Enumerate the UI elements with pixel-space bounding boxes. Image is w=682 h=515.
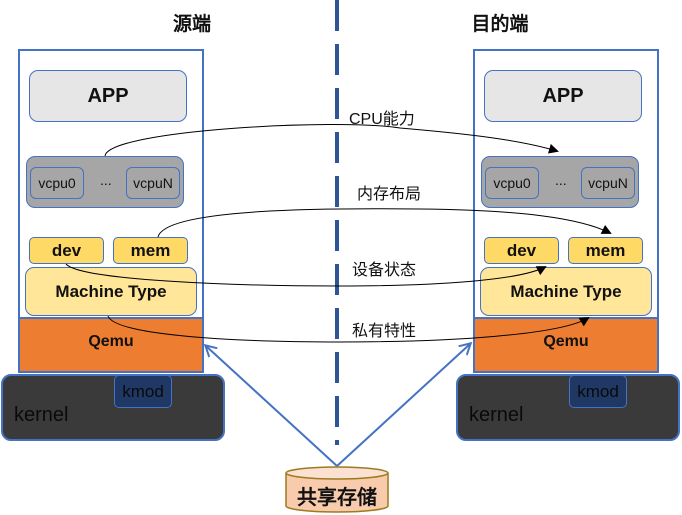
source-vcpu-ellipsis: ... — [100, 172, 112, 188]
destination-title: 目的端 — [471, 14, 529, 35]
destination-dev[interactable]: dev — [484, 237, 559, 264]
destination-mem[interactable]: mem — [568, 237, 643, 264]
source-title: 源端 — [172, 14, 211, 35]
flow-memory-label: 内存布局 — [357, 186, 422, 203]
shared-storage-label: 共享存储 — [297, 487, 377, 509]
storage-to-destination-arrow — [336, 344, 470, 467]
source-mem[interactable]: mem — [113, 237, 188, 264]
destination-machine-type[interactable]: Machine Type — [480, 267, 652, 316]
source-vcpuN[interactable]: vcpuN — [126, 167, 180, 199]
source-qemu[interactable]: Qemu — [18, 317, 204, 373]
source-kmod[interactable]: kmod — [114, 375, 172, 408]
source-kernel[interactable] — [1, 374, 225, 441]
source-app[interactable]: APP — [29, 70, 187, 122]
flow-cpu-label: CPU能力 — [349, 111, 415, 128]
destination-kernel[interactable] — [456, 374, 680, 441]
source-dev[interactable]: dev — [29, 237, 104, 264]
destination-kmod[interactable]: kmod — [569, 375, 627, 408]
flow-device-label: 设备状态 — [352, 262, 417, 279]
flow-private-label: 私有特性 — [352, 323, 417, 340]
destination-kernel-label: kernel — [469, 404, 524, 426]
source-vcpu0[interactable]: vcpu0 — [30, 167, 84, 199]
destination-qemu[interactable]: Qemu — [473, 317, 659, 373]
destination-vcpu-ellipsis: ... — [555, 172, 567, 188]
destination-vcpu0[interactable]: vcpu0 — [485, 167, 539, 199]
destination-app[interactable]: APP — [484, 70, 642, 122]
source-kernel-label: kernel — [14, 404, 69, 426]
storage-to-source-arrow — [206, 346, 338, 467]
source-machine-type[interactable]: Machine Type — [25, 267, 197, 316]
destination-vcpuN[interactable]: vcpuN — [581, 167, 635, 199]
